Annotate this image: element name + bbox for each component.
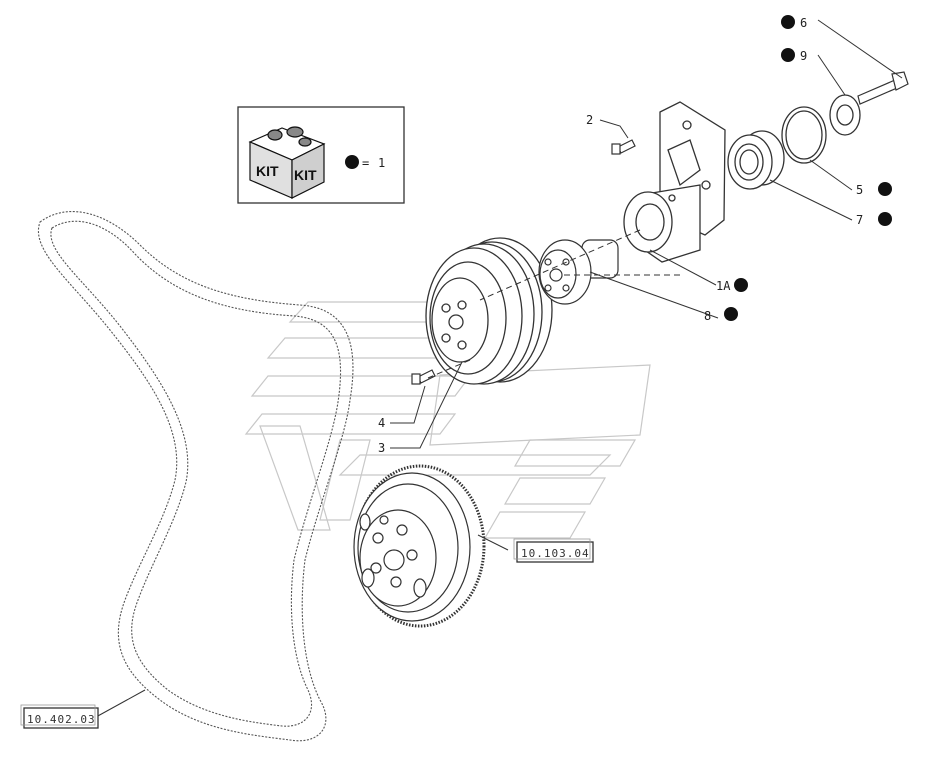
reference-label: 10.402.03 [27, 713, 96, 726]
small-bolt-lower [411, 369, 436, 385]
kit-box-icon [248, 126, 326, 199]
drive-belt [37, 210, 354, 742]
callout-label: 4 [378, 416, 385, 430]
kit-equals: = [362, 156, 369, 170]
kit-legend: KIT KIT = 1 [237, 106, 405, 204]
reference-label: 10.103.04 [521, 547, 590, 560]
bullet-icon [878, 182, 892, 196]
washer [829, 94, 861, 136]
callout-label: 7 [856, 213, 863, 227]
small-bolt-upper [611, 139, 636, 155]
bullet-icon [781, 15, 795, 29]
callout-7: 7 [856, 212, 892, 227]
callout-4: 4 [378, 416, 385, 430]
kit-bullet-icon [345, 155, 359, 169]
callout-label: 1A [716, 279, 731, 293]
damper-pulley [353, 464, 486, 628]
callout-label: 9 [800, 49, 807, 63]
tensioner-bracket [623, 101, 726, 263]
bearing [727, 130, 785, 190]
callout-label: 8 [704, 309, 711, 323]
leader-lines [95, 19, 903, 718]
flywheel-reference[interactable]: 10.103.04 [513, 538, 594, 563]
watermark-logo [244, 301, 651, 539]
callout-9: 9 [781, 48, 807, 63]
bullet-icon [734, 278, 748, 292]
crank-pulley [425, 237, 553, 385]
long-bolt [857, 71, 909, 105]
callout-label: 6 [800, 16, 807, 30]
pulley-hub [538, 239, 619, 305]
callout-6: 6 [781, 15, 807, 30]
bullet-icon [878, 212, 892, 226]
kit-value: 1 [378, 156, 385, 170]
callout-1A: 1A [716, 278, 748, 293]
callout-8: 8 [704, 307, 738, 323]
callout-5: 5 [856, 182, 892, 197]
bullet-icon [724, 307, 738, 321]
callout-label: 2 [586, 113, 593, 127]
belt-reference[interactable]: 10.402.03 [20, 704, 99, 729]
kit-label-right: KIT [294, 167, 317, 183]
bullet-icon [781, 48, 795, 62]
callout-label: 3 [378, 441, 385, 455]
kit-label-left: KIT [256, 163, 279, 179]
callout-2: 2 [586, 113, 593, 127]
callout-3: 3 [378, 441, 385, 455]
callout-label: 5 [856, 183, 863, 197]
snap-ring [781, 106, 827, 164]
